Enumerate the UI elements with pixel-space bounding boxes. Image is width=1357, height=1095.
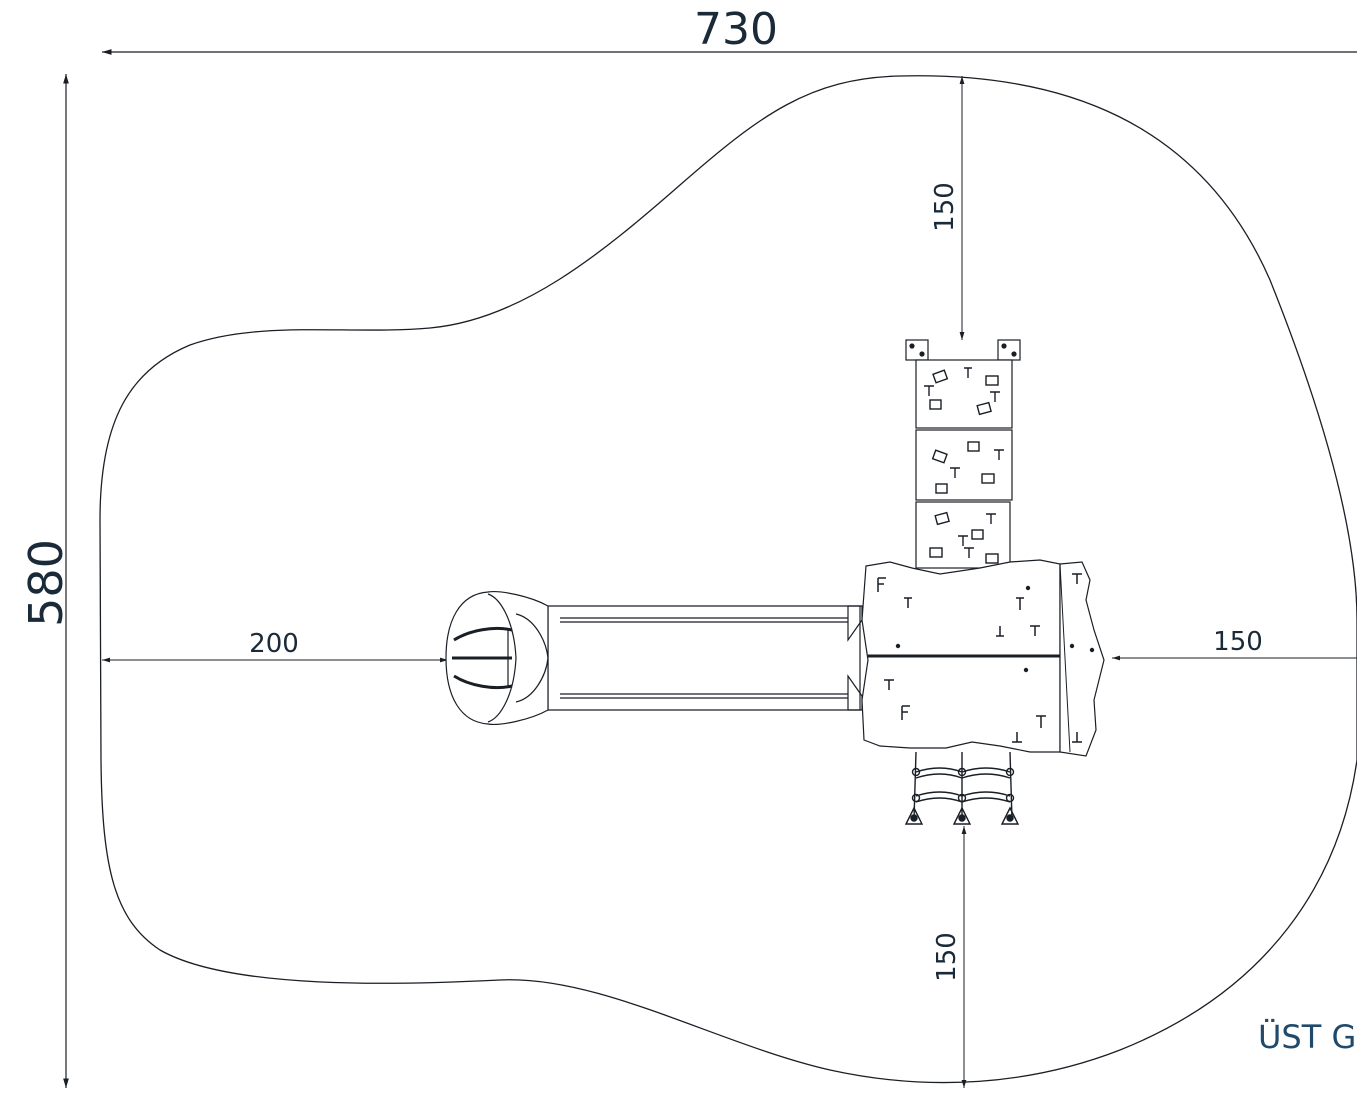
right-clearance-value: 150 [1213,627,1263,657]
rope-ladder [904,751,1020,825]
width-dimension: 730 [102,4,1357,55]
left-clearance-dimension: 200 [102,629,448,663]
height-dimension-value: 580 [19,539,73,627]
tower-platform [861,559,1105,757]
safety-zone-outline [99,75,1357,1084]
bottom-clearance-value: 150 [932,932,962,982]
bottom-clearance-dimension: 150 [932,826,967,1088]
right-clearance-dimension: 150 [1112,627,1357,661]
height-dimension: 580 [19,74,73,1088]
climbing-wall [905,339,1021,569]
top-clearance-value: 150 [930,182,960,232]
view-label: ÜST G [1258,1018,1356,1056]
left-clearance-value: 200 [249,629,299,659]
width-dimension-value: 730 [694,4,778,55]
top-clearance-dimension: 150 [930,76,965,340]
tube-slide [445,591,863,725]
